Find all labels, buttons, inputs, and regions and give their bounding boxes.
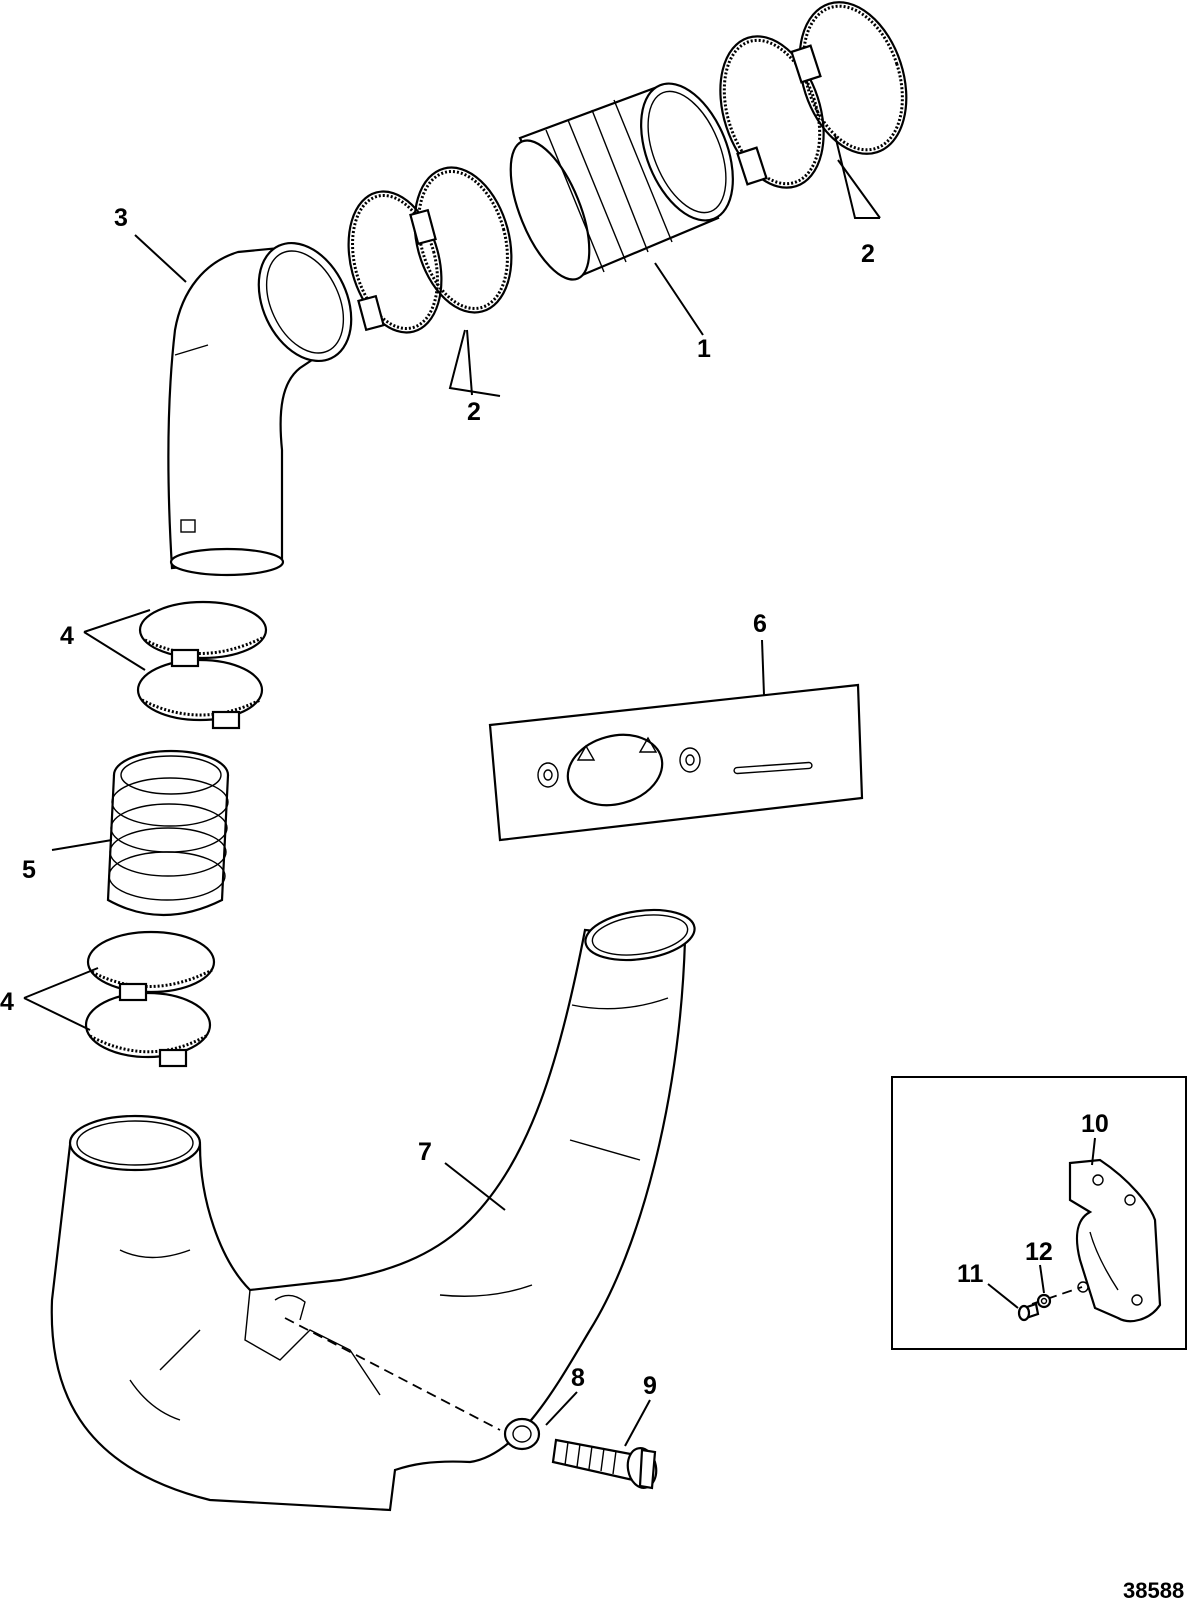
callout-10: 10 [1081,1110,1109,1138]
ribbed-coupler-part-5 [106,749,230,917]
callout-2-middle: 2 [467,398,481,426]
y-pipe-part-7 [50,908,696,1512]
callout-4-lower: 4 [0,988,14,1016]
callout-2-right: 2 [861,240,875,268]
hose-clamps-part-2-right [719,1,908,189]
leader-lines [23,134,1096,1447]
figure-id: 38588 [1123,1578,1184,1603]
plate-kit-part-6 [488,683,864,842]
callout-9: 9 [643,1372,657,1400]
callout-7: 7 [418,1138,432,1166]
hose-clamps-part-2-middle [347,166,513,334]
callout-8: 8 [571,1364,585,1392]
callout-11: 11 [957,1260,984,1288]
callout-labels: 1 2 2 3 4 4 5 6 7 8 9 10 12 11 [0,204,1109,1400]
exhaust-elbow-part-3 [167,241,353,577]
callout-3: 3 [114,204,128,232]
callout-4-upper: 4 [60,622,74,650]
assembly-dashed-line-8-9 [284,1317,501,1431]
washer-part-12 [1036,1293,1052,1309]
callout-6: 6 [753,610,767,638]
hose-clamps-part-4-lower [84,930,216,1068]
callout-5: 5 [22,856,36,884]
inset-box [891,1076,1187,1350]
gasket-part-10 [1068,1158,1162,1323]
bolt-part-9 [551,1438,658,1490]
callout-12: 12 [1025,1238,1053,1266]
callout-1: 1 [697,335,711,363]
screw-part-11 [1017,1302,1040,1322]
washer-part-8 [503,1417,541,1451]
hose-clamps-part-4-upper [136,600,268,730]
bellows-hose-part-1 [509,82,734,281]
